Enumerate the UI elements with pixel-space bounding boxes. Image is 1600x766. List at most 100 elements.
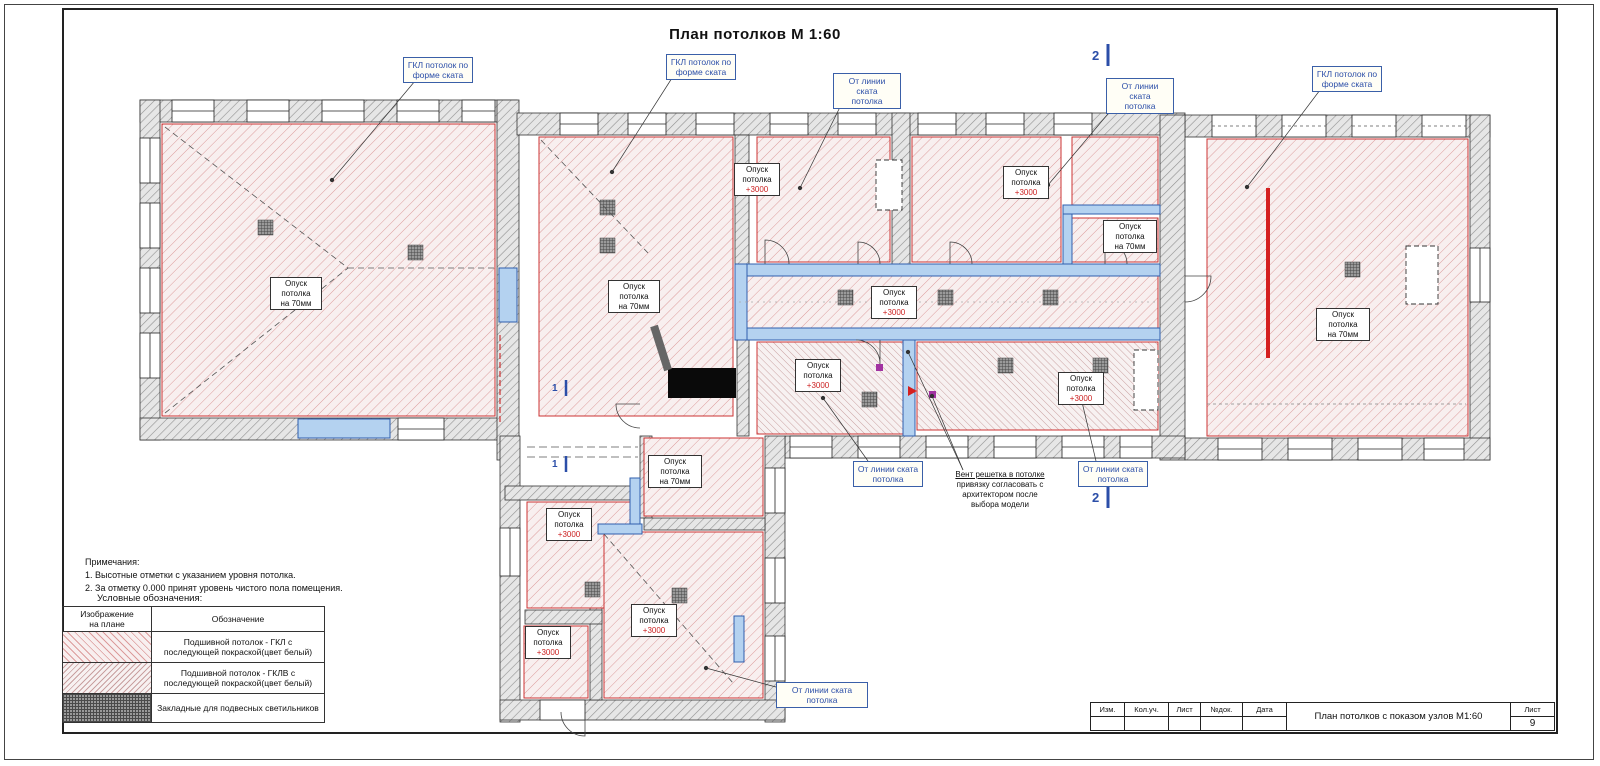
label-line: потолка: [879, 297, 909, 307]
label-elevation: +3000: [1014, 187, 1038, 197]
label-ceiling-drop-70-c: Опуск потолка на 70мм: [1103, 220, 1157, 254]
dashed-rects: [875, 159, 1439, 411]
legend-col1-line: Изображение: [80, 609, 134, 619]
vent-note-line: Вент решетка в потолке: [955, 470, 1045, 479]
label-elevation: +3000: [557, 529, 581, 539]
label-line: Опуск: [537, 628, 559, 637]
title-block-cell: [1090, 716, 1125, 731]
callout-line: форме ската: [675, 67, 727, 78]
title-block-cell: [1168, 716, 1201, 731]
section-mark-lines: [564, 44, 1110, 508]
callout-line: потолка: [851, 96, 883, 107]
callout-line: От линии ската: [1082, 464, 1144, 474]
label-line: на 70мм: [659, 476, 691, 486]
label-ceiling-drop-3000-b: Опуск потолка +3000: [1003, 166, 1049, 200]
callout-vent-note: Вент решетка в потолке привязку согласов…: [944, 470, 1056, 510]
callout-gkl-roof-2: ГКЛ потолок по форме ската: [666, 54, 736, 81]
callout-line: От линии ската: [1121, 81, 1159, 102]
label-ceiling-drop-3000-f: Опуск потолка +3000: [546, 508, 592, 542]
callout-line: ГКЛ потолок по: [407, 60, 469, 70]
label-elevation: +3000: [536, 647, 560, 657]
label-line: Опуск: [807, 361, 829, 370]
label-line: Опуск: [664, 457, 686, 466]
label-ceiling-drop-70-left: Опуск потолка на 70мм: [270, 277, 322, 311]
section-mark-2-top: 2: [1092, 48, 1100, 63]
legend-swatch-gkl: [62, 631, 152, 663]
windows: [139, 99, 1491, 721]
door-arcs: [560, 239, 1212, 737]
callout-slope-line-3: От линии ската потолка: [853, 461, 923, 488]
label-line: потолка: [619, 291, 649, 301]
callout-line: потолка: [1097, 474, 1129, 485]
shaft-black-rect: [668, 368, 736, 398]
callout-line: От линии ската: [857, 464, 919, 474]
callout-slope-line-2: От линии ската потолка: [1106, 78, 1174, 115]
legend-table: Изображение на плане Обозначение Подшивн…: [62, 606, 325, 723]
callout-slope-line-4: От линии ската потолка: [1078, 461, 1148, 488]
title-block-col-koluch: Кол.уч.: [1124, 702, 1169, 717]
title-block-empty-row: 9: [1090, 716, 1555, 731]
vent-note-line: привязку согласовать с: [956, 480, 1044, 489]
sheet-inner-frame: [62, 8, 1558, 734]
title-block-header-row: Изм. Кол.уч. Лист №док. Дата План потолк…: [1090, 702, 1555, 731]
label-line: потолка: [1115, 231, 1145, 241]
label-line: Опуск: [1332, 310, 1354, 319]
label-line: Опуск: [1119, 222, 1141, 231]
callout-line: форме ската: [412, 70, 464, 81]
callout-line: потолка: [1124, 101, 1156, 112]
ceiling-zones: [161, 123, 1469, 699]
label-line: потолка: [660, 466, 690, 476]
legend-row-text: Закладные для подвесных светильников: [151, 693, 325, 723]
label-elevation: +3000: [806, 380, 830, 390]
callout-gkl-roof-3: ГКЛ потолок по форме ската: [1312, 66, 1382, 93]
title-block-col-ndok: №док.: [1200, 702, 1243, 717]
section-mark-1-b: 1: [552, 459, 558, 470]
callout-gkl-roof-1: ГКЛ потолок по форме ската: [403, 57, 473, 84]
label-ceiling-drop-3000-e: Опуск потолка +3000: [1058, 372, 1104, 406]
label-ceiling-drop-70-ext: Опуск потолка на 70мм: [648, 455, 702, 489]
callout-line: От линии ската потолка: [791, 685, 853, 706]
callout-line: ГКЛ потолок по: [1316, 69, 1378, 79]
label-line: Опуск: [623, 282, 645, 291]
callout-line: потолка: [872, 474, 904, 485]
label-ceiling-drop-70-mid: Опуск потолка на 70мм: [608, 280, 660, 314]
legend-col2-header: Обозначение: [151, 606, 325, 632]
legend-header: Условные обозначения:: [97, 593, 203, 604]
legend-row-text: Подшивной потолок - ГКЛВ с последующей п…: [151, 662, 325, 694]
label-line: Опуск: [883, 288, 905, 297]
label-ceiling-drop-3000-corridor: Опуск потолка +3000: [871, 286, 917, 320]
note-item: 2. За отметку 0.000 принят уровень чисто…: [85, 583, 343, 594]
notes-title: Примечания:: [85, 557, 140, 567]
legend-row-text: Подшивной потолок - ГКЛ с последующей по…: [151, 631, 325, 663]
vent-note-line: архитектором после: [962, 490, 1038, 499]
label-elevation: +3000: [882, 307, 906, 317]
label-line: потолка: [742, 174, 772, 184]
legend-row: Закладные для подвесных светильников: [62, 693, 325, 723]
title-block-doc-title: План потолков с показом узлов М1:60: [1286, 702, 1511, 731]
label-ceiling-drop-3000-g: Опуск потолка +3000: [631, 604, 677, 638]
label-line: Опуск: [558, 510, 580, 519]
title-block-cell: [1124, 716, 1169, 731]
vent-note-line: выбора модели: [971, 500, 1029, 509]
legend-row: Подшивной потолок - ГКЛВ с последующей п…: [62, 662, 325, 694]
label-line: потолка: [1011, 177, 1041, 187]
sheet-outer-border: [4, 4, 1594, 760]
label-line: на 70мм: [280, 298, 312, 308]
label-line: потолка: [1066, 383, 1096, 393]
label-ceiling-drop-3000-a: Опуск потолка +3000: [734, 163, 780, 197]
label-line: на 70мм: [1114, 241, 1146, 251]
label-line: потолка: [281, 288, 311, 298]
label-line: Опуск: [285, 279, 307, 288]
label-line: Опуск: [1070, 374, 1092, 383]
notes-block: Примечания: 1. Высотные отметки с указан…: [85, 556, 343, 595]
legend-col1-line: на плане: [89, 619, 125, 629]
title-block: Изм. Кол.уч. Лист №док. Дата План потолк…: [1090, 702, 1555, 731]
title-block-sheet-number: 9: [1510, 716, 1555, 731]
label-line: потолка: [554, 519, 584, 529]
label-line: Опуск: [1015, 168, 1037, 177]
ceiling-anchor-squares: [257, 199, 1361, 604]
label-ceiling-drop-3000-d: Опуск потолка +3000: [795, 359, 841, 393]
section-mark-2-bottom: 2: [1092, 490, 1100, 505]
label-line: потолка: [533, 637, 563, 647]
